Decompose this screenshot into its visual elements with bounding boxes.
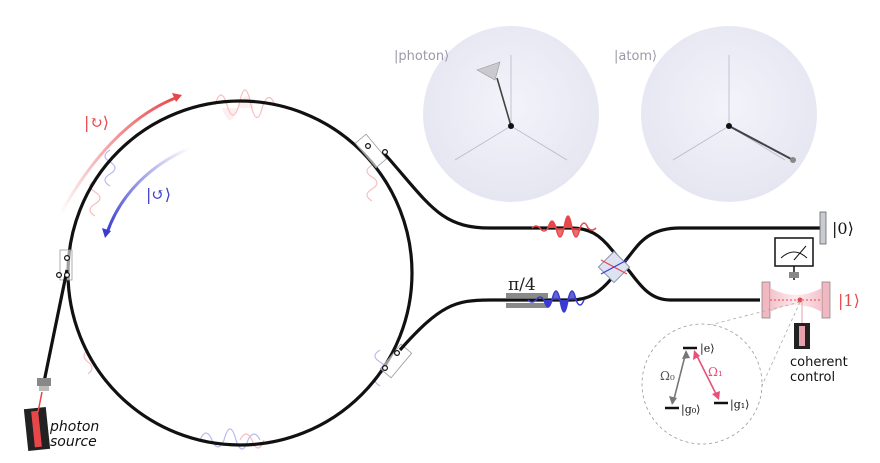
ring-wavepackets — [83, 89, 386, 450]
phase-plate — [506, 293, 548, 308]
fiber-ring — [66, 99, 414, 447]
blue-wavepacket — [527, 290, 585, 313]
cavity — [761, 281, 831, 319]
ccw-arrow — [102, 146, 191, 238]
red-wavepacket — [531, 215, 597, 238]
beam-splitter — [597, 250, 631, 284]
level-e-label: |e⟩ — [700, 342, 715, 356]
level-g1-label: |g₁⟩ — [730, 398, 749, 412]
photon-bloch-sphere — [423, 26, 599, 202]
level-g0-label: |g₀⟩ — [681, 403, 700, 417]
coherent-control-laser — [794, 300, 810, 349]
photon-source-line1: photon — [49, 419, 99, 435]
cw-state-label: |↻⟩ — [84, 113, 109, 132]
omega0-label: Ω₀ — [660, 369, 675, 383]
coherent-control-line2: control — [790, 370, 835, 385]
photon-state-label: |photon⟩ — [394, 49, 449, 64]
coherent-control-line1: coherent — [790, 355, 848, 370]
atom-state-label: |atom⟩ — [614, 49, 657, 64]
phase-label: π/4 — [508, 275, 536, 295]
photon-source — [23, 378, 51, 452]
coupling-nodes — [55, 143, 401, 372]
level-diagram — [641, 301, 801, 445]
ket1-label: |1⟩ — [838, 291, 860, 310]
omega1-label: Ω₁ — [708, 365, 723, 379]
ket0-label: |0⟩ — [832, 219, 854, 238]
meter — [774, 237, 814, 280]
atom-bloch-sphere — [641, 26, 817, 202]
output-mirror-0 — [819, 211, 827, 245]
ccw-state-label: |↺⟩ — [146, 185, 171, 204]
cw-arrow — [58, 93, 182, 216]
bus-fibers — [42, 150, 822, 383]
photon-source-line2: source — [50, 434, 97, 450]
ring-couplers — [59, 133, 413, 379]
